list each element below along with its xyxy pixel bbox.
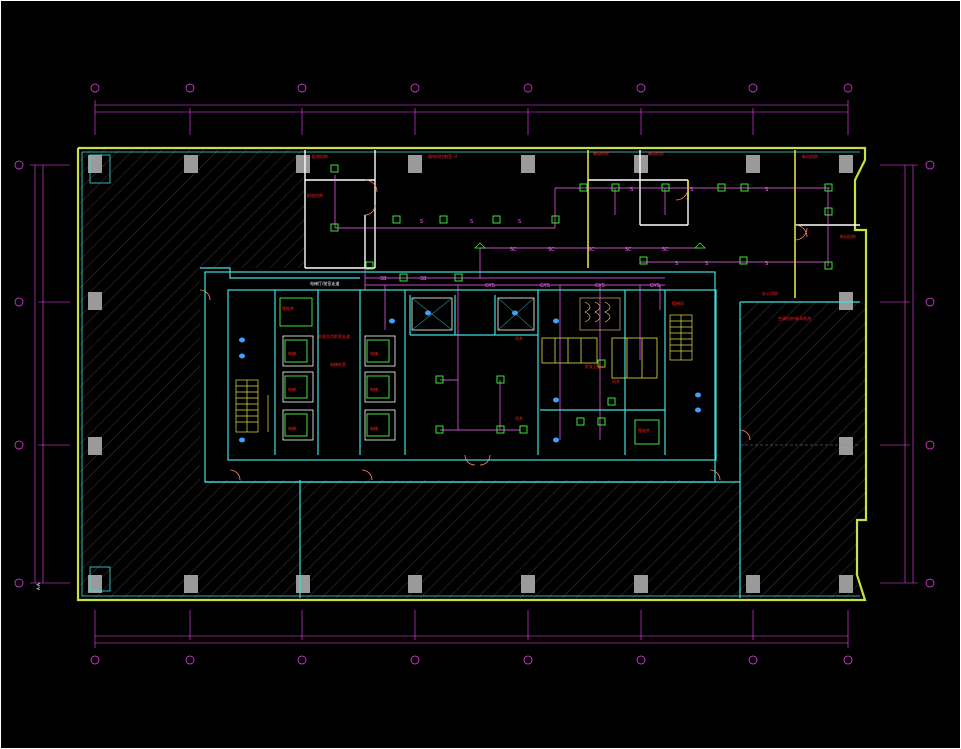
svg-text:电梯厅/前室走道: 电梯厅/前室走道 [310,280,339,286]
stair-east [669,314,693,361]
wash-basins [239,310,701,443]
svg-text:男女卫生间: 男女卫生间 [585,363,605,369]
svg-text:S: S [765,187,768,193]
svg-text:SC: SC [548,247,555,253]
svg-text:新风机房: 新风机房 [802,153,818,159]
svg-text:GYS: GYS [595,283,605,289]
svg-text:强电井: 强电井 [638,427,650,433]
svg-text:SC: SC [588,247,595,253]
svg-text:楼梯间: 楼梯间 [672,300,684,306]
bottom-dimensions [94,610,849,648]
svg-text:电梯前室: 电梯前室 [330,361,346,367]
svg-text:GYS: GYS [650,283,660,289]
structural-columns [88,155,853,593]
svg-text:电梯: 电梯 [288,386,296,392]
toilet-stalls [541,337,658,379]
svg-text:GYS: GYS [485,283,495,289]
svg-text:风井: 风井 [515,415,523,421]
svg-text:办公用房: 办公用房 [762,290,778,296]
core-walls [200,267,860,598]
svg-text:SB: SB [420,276,427,282]
svg-text:S: S [705,261,708,267]
corner-annotation: A-A- [36,581,41,590]
left-dimensions [30,164,70,584]
svg-text:电梯: 电梯 [370,425,378,431]
right-axis-bubbles [925,160,935,588]
svg-text:前室合用前室走道: 前室合用前室走道 [318,333,350,339]
bottom-axis-bubbles [90,655,853,665]
top-dimensions [94,100,849,135]
svg-text:S: S [630,187,633,193]
svg-text:SC: SC [625,247,632,253]
svg-text:S: S [675,261,678,267]
right-dimensions [880,164,918,584]
svg-text:风井: 风井 [515,335,523,341]
svg-text:配电机房: 配电机房 [307,192,323,198]
svg-text:弱电间控制室 -2: 弱电间控制室 -2 [428,153,458,159]
doors [199,179,808,481]
svg-text:S: S [470,219,473,225]
svg-text:风井: 风井 [612,378,620,384]
svg-text:配电机房: 配电机房 [312,153,328,159]
svg-text:电梯: 电梯 [288,350,296,356]
room-labels: 弱电间控制室 -2 弱电机房 弱电机房 配电机房 新风机房 配电机房 新风机房 … [282,150,856,433]
stair-west [235,379,269,433]
top-axis-bubbles [90,83,853,93]
building-perimeter [76,146,868,602]
elevator-cars [282,297,535,441]
svg-text:SC: SC [510,247,517,253]
svg-text:S: S [420,219,423,225]
svg-text:电梯: 电梯 [288,425,296,431]
svg-text:S: S [690,187,693,193]
riser-points [330,164,833,434]
sprinkler-pipes [334,175,830,440]
north-offices [304,150,860,269]
svg-text:弱电机房: 弱电机房 [648,150,664,156]
svg-text:弱电机房: 弱电机房 [593,150,609,156]
left-axis-bubbles [14,160,24,588]
svg-text:SB: SB [380,276,387,282]
svg-text:S: S [518,219,521,225]
svg-text:SC: SC [662,247,669,253]
svg-text:电梯: 电梯 [370,386,378,392]
svg-text:GYS: GYS [540,283,550,289]
north-yellow-partitions [587,150,796,298]
svg-text:电梯: 电梯 [370,350,378,356]
svg-text:新风机房: 新风机房 [840,233,856,239]
svg-text:强电井: 强电井 [282,305,294,311]
svg-text:空调机房/新风机房: 空调机房/新风机房 [778,315,811,321]
corner-riser-boxes [89,154,111,592]
valve-triangles [474,242,706,249]
svg-text:S: S [765,261,768,267]
green-shaft-boxes [279,297,660,445]
pipe-labels: S S S S S S S S S SC SC SC SC SC GYS GYS… [380,187,768,289]
